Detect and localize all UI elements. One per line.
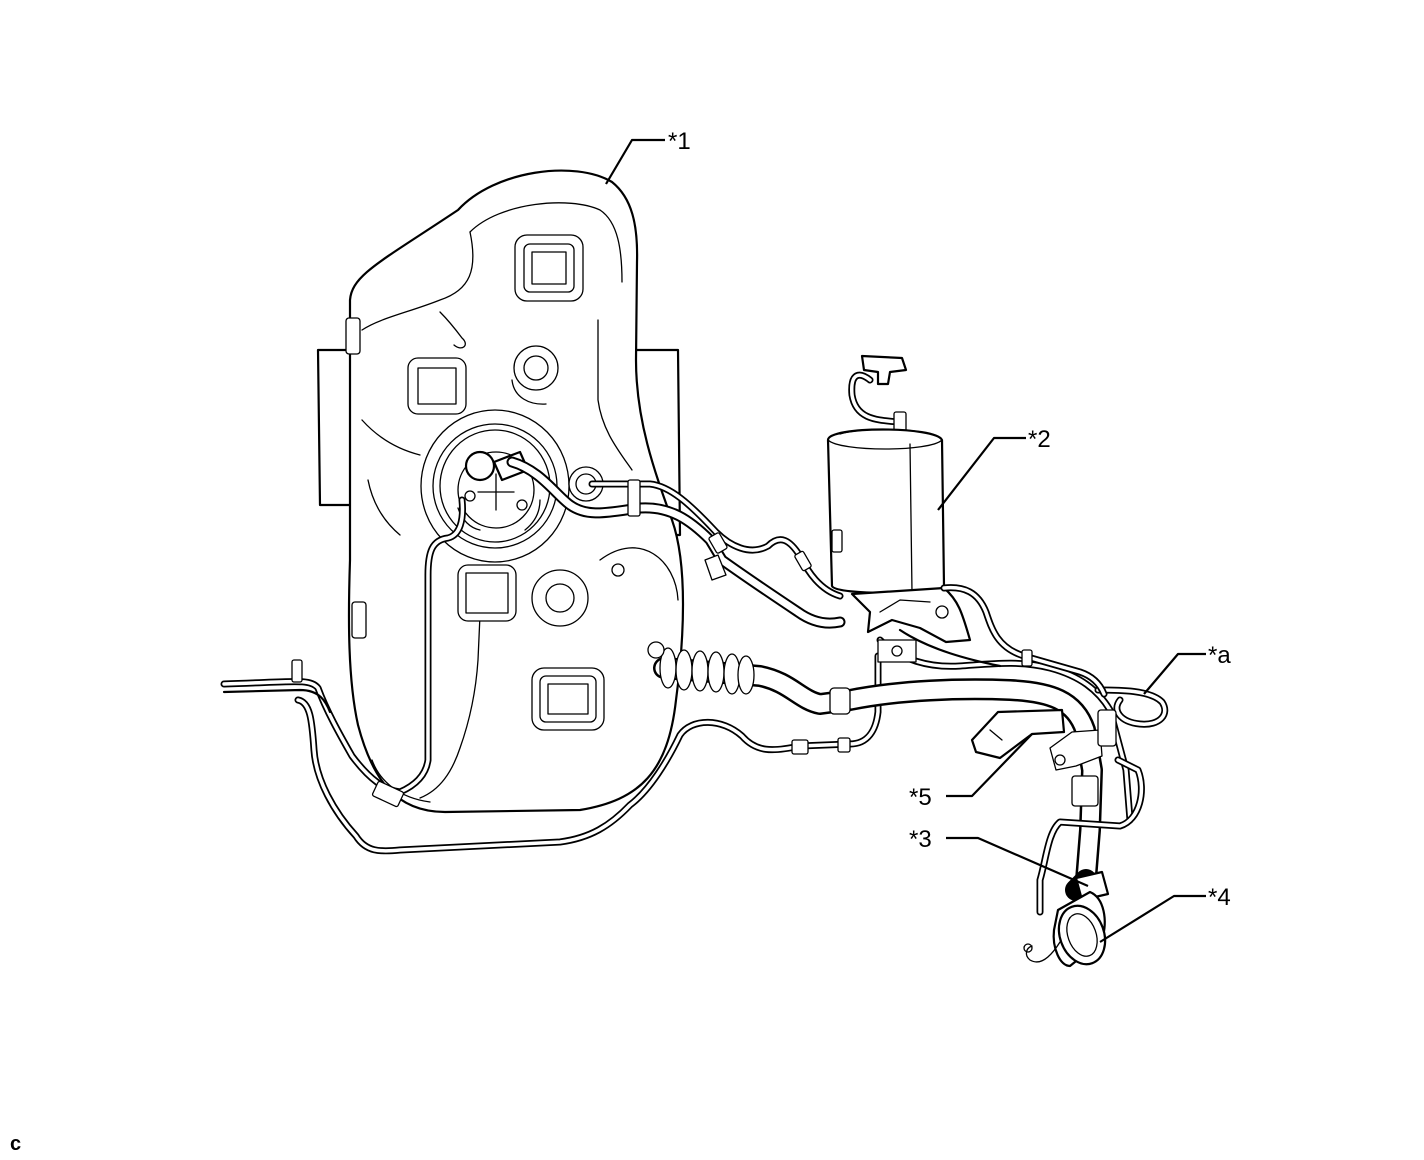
tank-round-boss <box>523 355 549 381</box>
return-line <box>296 654 880 853</box>
callouts: *1 *2 *a *5 *3 *4 <box>605 128 1231 943</box>
filler-hose-bellows <box>659 647 755 695</box>
tank-contour <box>361 419 421 456</box>
tank-neck-stub <box>647 641 665 659</box>
canister-lower-mount <box>877 639 917 663</box>
pipe-clamp <box>1071 775 1099 807</box>
canister-vent-connector <box>860 354 908 386</box>
filler-pipe-collar <box>1074 870 1110 902</box>
ground-wire <box>1025 941 1061 963</box>
return-line-clamp <box>837 737 851 753</box>
canister-top-rim <box>827 439 943 450</box>
feed-line-connector <box>291 659 303 683</box>
feed-line-connector <box>371 780 405 808</box>
tank-round-boss <box>545 583 575 613</box>
tank-boss <box>514 234 584 302</box>
tank-round-boss <box>531 569 589 627</box>
pipe-clamp <box>1021 649 1033 667</box>
bracket-bolt <box>935 605 949 619</box>
leader-line-a <box>1143 652 1206 695</box>
callout-a: *a <box>1208 642 1231 669</box>
canister-purge-line <box>942 585 1106 696</box>
tank-contour <box>439 311 466 349</box>
fuel-filler-assembly <box>647 636 1169 968</box>
feed-line-upper <box>222 688 332 714</box>
callout-1: *1 <box>668 128 691 155</box>
tank-contour <box>599 547 679 601</box>
pipe-clamp <box>708 532 728 554</box>
filler-pipe-bracket-plate <box>1049 729 1103 771</box>
pipe-clamp <box>627 479 641 517</box>
breather-tube <box>878 638 1132 822</box>
leader-line-3 <box>946 836 1089 888</box>
leader-line-5 <box>946 733 1033 798</box>
tank-round-boss <box>513 345 559 391</box>
breather-loop <box>1096 688 1167 726</box>
tank-left-flange <box>316 348 354 507</box>
fuel-tank <box>316 169 685 814</box>
filler-hose-clamp <box>829 687 851 715</box>
filler-pipe-bracket <box>970 708 1066 760</box>
pump-outlet-hose <box>508 458 844 627</box>
callout-5: *5 <box>909 784 932 811</box>
canister-seam <box>909 443 913 593</box>
tank-contour <box>361 231 474 331</box>
filler-side-tube <box>1038 758 1144 914</box>
bracket-rib <box>879 599 931 613</box>
tank-contour <box>367 479 401 536</box>
canister-vent-hose <box>848 371 904 436</box>
tank-boss <box>407 357 467 415</box>
ground-wire-terminal <box>1023 943 1033 953</box>
pipe-clamp <box>794 550 812 572</box>
tank-boss <box>531 667 605 731</box>
bracket-bolt <box>891 645 903 657</box>
callout-3: *3 <box>909 826 932 853</box>
return-line-clamp <box>791 739 809 755</box>
fuel-inlet-housing <box>1052 890 1107 968</box>
callout-4: *4 <box>1208 884 1231 911</box>
pipe-clamp <box>1097 709 1117 747</box>
canister-body <box>826 428 946 594</box>
tank-small-boss <box>611 563 625 577</box>
filler-hose <box>655 659 1101 889</box>
callout-2: *2 <box>1028 426 1051 453</box>
corner-mark: c <box>10 1133 21 1155</box>
tank-contour <box>597 319 633 471</box>
charcoal-canister <box>826 354 1108 698</box>
tank-boss <box>457 564 517 622</box>
canister-bracket <box>850 586 972 644</box>
bracket-bolt <box>1054 754 1066 766</box>
leader-line-4 <box>1099 894 1206 943</box>
tank-side-tab <box>345 317 361 355</box>
canister-side-tab <box>831 529 843 553</box>
pipe-bracket <box>704 554 727 581</box>
fuel-pipes <box>220 456 882 855</box>
canister-top-rim <box>839 428 931 435</box>
tank-round-boss <box>511 379 547 405</box>
tank-contour <box>419 614 481 799</box>
leader-line-1 <box>605 138 665 185</box>
tank-contour <box>469 202 623 283</box>
bracket-arm <box>898 628 1002 668</box>
leader-line-2 <box>937 436 1026 511</box>
filler-pipe-bracket <box>989 729 1003 741</box>
tank-side-tab <box>351 601 367 639</box>
canister-vent-hose <box>850 373 902 434</box>
